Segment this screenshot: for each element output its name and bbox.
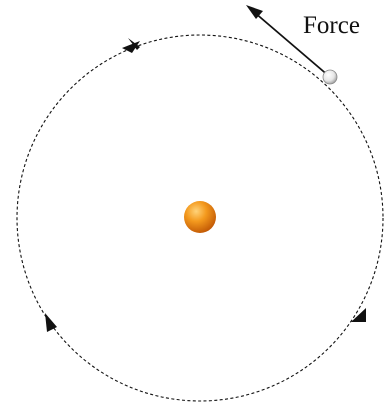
satellite [322, 69, 338, 85]
orbit-path [16, 34, 384, 402]
orbit-arrow-bottom-right [351, 308, 366, 322]
force-arrow [246, 5, 331, 78]
orbit-arrow-top-left [122, 38, 140, 53]
force-label: Force [303, 12, 360, 39]
orbit-arrow-bottom-left [45, 313, 57, 332]
central-body [184, 201, 216, 233]
